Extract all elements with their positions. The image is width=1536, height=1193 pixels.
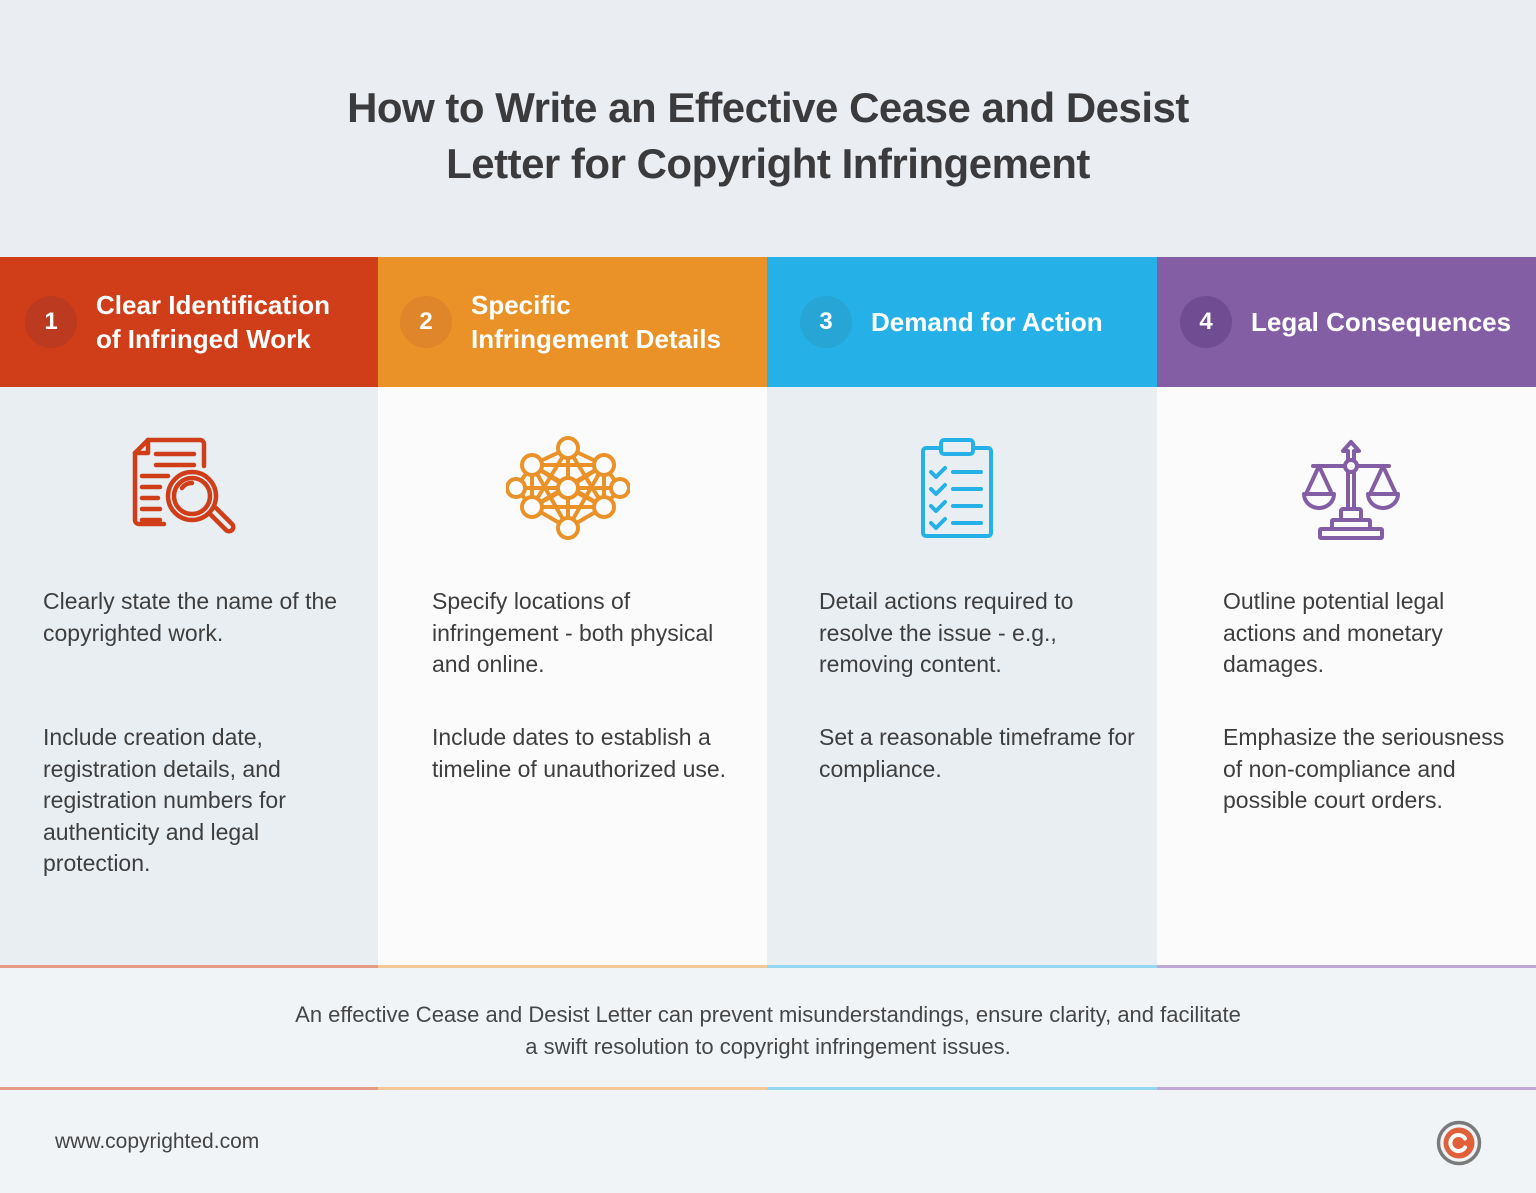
step-1-heading-line-1: Clear Identification xyxy=(96,290,331,320)
step-4-paragraph-1: Outline potential legal actions and mone… xyxy=(1223,588,1445,677)
summary-area: An effective Cease and Desist Letter can… xyxy=(0,968,1536,1087)
step-1-paragraph-2: Include creation date, registration deta… xyxy=(43,724,286,876)
scales-of-justice-icon xyxy=(1301,432,1401,547)
color-divider-top xyxy=(0,965,1536,968)
step-2-heading-line-2: Infringement Details xyxy=(471,324,721,354)
website-link[interactable]: www.copyrighted.com xyxy=(55,1130,260,1153)
step-4-heading-line-1: Legal Consequences xyxy=(1251,307,1512,337)
step-2-paragraph-2: Include dates to establish a timeline of… xyxy=(432,724,727,782)
step-3-paragraph-1: Detail actions required to resolve the i… xyxy=(819,588,1074,677)
step-2-heading-line-1: Specific xyxy=(471,290,571,320)
page-title-line-2: Letter for Copyright Infringement xyxy=(446,140,1090,187)
clipboard-checklist-icon xyxy=(917,432,997,547)
step-1-heading-line-2: of Infringed Work xyxy=(96,324,311,354)
step-1-paragraph-1: Clearly state the name of the copyrighte… xyxy=(43,588,338,646)
color-divider-bottom xyxy=(0,1087,1536,1090)
step-3-paragraph-2: Set a reasonable timeframe for complianc… xyxy=(819,724,1135,782)
step-2-number-badge: 2 xyxy=(400,296,452,348)
summary-line-1: An effective Cease and Desist Letter can… xyxy=(295,1002,1241,1027)
step-1-number-badge: 1 xyxy=(25,296,77,348)
step-3-header: 3 Demand for Action xyxy=(767,257,1157,387)
step-1-column: 1 Clear Identification of Infringed Work xyxy=(0,257,378,967)
step-2-column: 2 Specific Infringement Details xyxy=(378,257,767,967)
step-4-number-badge: 4 xyxy=(1180,296,1232,348)
summary-line-2: a swift resolution to copyright infringe… xyxy=(525,1034,1011,1059)
step-3-heading: Demand for Action xyxy=(871,305,1103,339)
step-1-header: 1 Clear Identification of Infringed Work xyxy=(0,257,378,387)
title-area: How to Write an Effective Cease and Desi… xyxy=(0,0,1536,257)
steps-columns: 1 Clear Identification of Infringed Work xyxy=(0,257,1536,967)
footer: www.copyrighted.com xyxy=(0,1090,1536,1193)
step-4-paragraph-2: Emphasize the seriousness of non-complia… xyxy=(1223,724,1505,813)
step-4-column: 4 Legal Consequences Outline xyxy=(1157,257,1536,967)
step-2-paragraph-1: Specify locations of infringement - both… xyxy=(432,588,714,677)
document-search-icon xyxy=(130,432,240,547)
step-2-header: 2 Specific Infringement Details xyxy=(378,257,767,387)
step-4-header: 4 Legal Consequences xyxy=(1157,257,1536,387)
step-2-heading: Specific Infringement Details xyxy=(471,288,721,356)
step-3-number-badge: 3 xyxy=(800,296,852,348)
page-title-line-1: How to Write an Effective Cease and Desi… xyxy=(347,84,1189,131)
step-3-column: 3 Demand for Action Detail actions requi… xyxy=(767,257,1157,967)
copyright-logo-icon xyxy=(1436,1120,1482,1171)
network-nodes-icon xyxy=(505,432,631,547)
step-4-heading: Legal Consequences xyxy=(1251,305,1511,339)
step-1-heading: Clear Identification of Infringed Work xyxy=(96,288,330,356)
step-3-heading-line-1: Demand for Action xyxy=(871,307,1103,337)
